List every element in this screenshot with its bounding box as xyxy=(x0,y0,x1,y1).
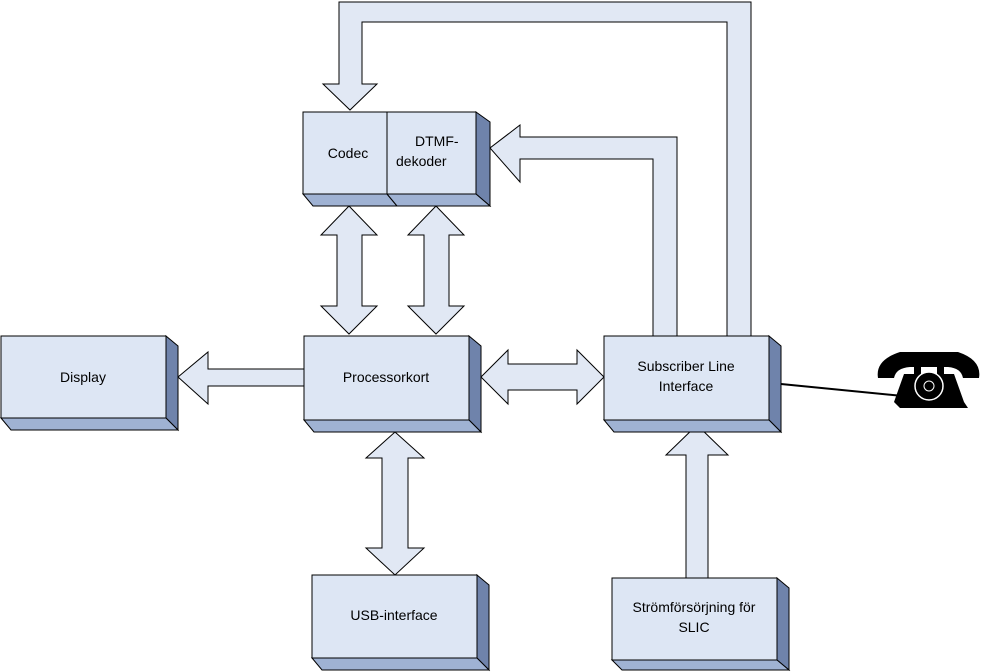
codec-label: Codec xyxy=(328,145,368,161)
arrow-codec-processor xyxy=(319,205,379,335)
dtmf-label-line1: DTMF- xyxy=(415,133,459,149)
arrow-slic-to-codec xyxy=(321,1,752,337)
slic-label-line1: Subscriber Line xyxy=(637,358,734,374)
dtmf-label-line2: dekoder xyxy=(396,153,447,169)
arrow-processor-to-display xyxy=(177,350,305,406)
usb-label: USB-interface xyxy=(350,607,437,623)
slic-block: Subscriber Line Interface xyxy=(602,334,783,434)
arrow-processor-usb xyxy=(364,431,426,576)
arrow-dtmf-processor xyxy=(406,205,466,335)
arrow-slic-to-dtmf xyxy=(489,123,678,337)
dtmf-decoder-block: DTMF- dekoder xyxy=(385,111,492,208)
telephone-cord xyxy=(780,383,904,397)
processor-block: Processorkort xyxy=(302,334,483,434)
codec-block: Codec xyxy=(301,111,399,207)
usb-interface-block: USB-interface xyxy=(310,573,491,672)
power-label-line1: Strömförsörjning för xyxy=(633,599,756,615)
display-label: Display xyxy=(60,369,106,385)
arrow-processor-slic xyxy=(480,348,605,406)
power-label-line2: SLIC xyxy=(678,619,709,635)
power-supply-block: Strömförsörjning för SLIC xyxy=(610,576,791,672)
processor-label: Processorkort xyxy=(343,369,429,385)
display-block: Display xyxy=(0,334,180,432)
telephone-icon xyxy=(877,352,980,408)
slic-label-line2: Interface xyxy=(659,378,714,394)
arrow-power-to-slic xyxy=(664,424,730,579)
